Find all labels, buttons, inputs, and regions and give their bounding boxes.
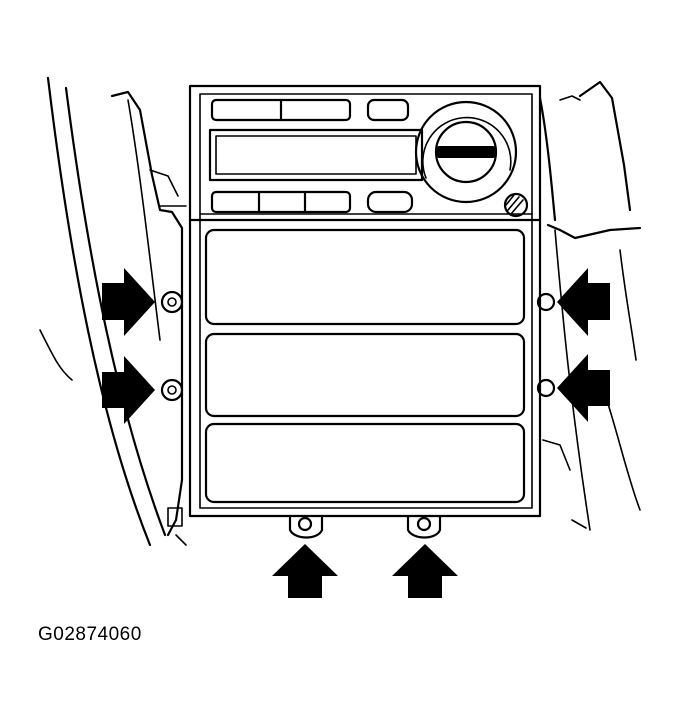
head-unit <box>208 98 424 214</box>
bottom-right-fastener <box>406 514 442 539</box>
center-stack-bezel <box>188 84 542 518</box>
arrow-left-icon <box>557 268 610 336</box>
dash-surround-left <box>39 76 187 547</box>
fasteners <box>160 290 556 539</box>
left-lower-fastener <box>160 378 184 402</box>
hatched-button <box>503 192 529 218</box>
right-upper-fastener <box>536 292 556 312</box>
storage-panels <box>204 228 526 504</box>
arrow-right-icon <box>102 268 155 336</box>
right-lower-fastener <box>536 378 556 398</box>
arrow-left-icon <box>557 354 610 422</box>
control-knob <box>414 100 518 204</box>
dash-surround-right <box>538 80 642 531</box>
arrow-up-icon <box>272 544 338 598</box>
arrow-up-icon <box>392 544 458 598</box>
arrow-right-icon <box>102 356 155 424</box>
left-upper-fastener <box>160 290 184 314</box>
bottom-left-fastener <box>288 514 324 539</box>
callout-arrows <box>102 268 610 598</box>
figure-id-label: G02874060 <box>38 624 142 645</box>
